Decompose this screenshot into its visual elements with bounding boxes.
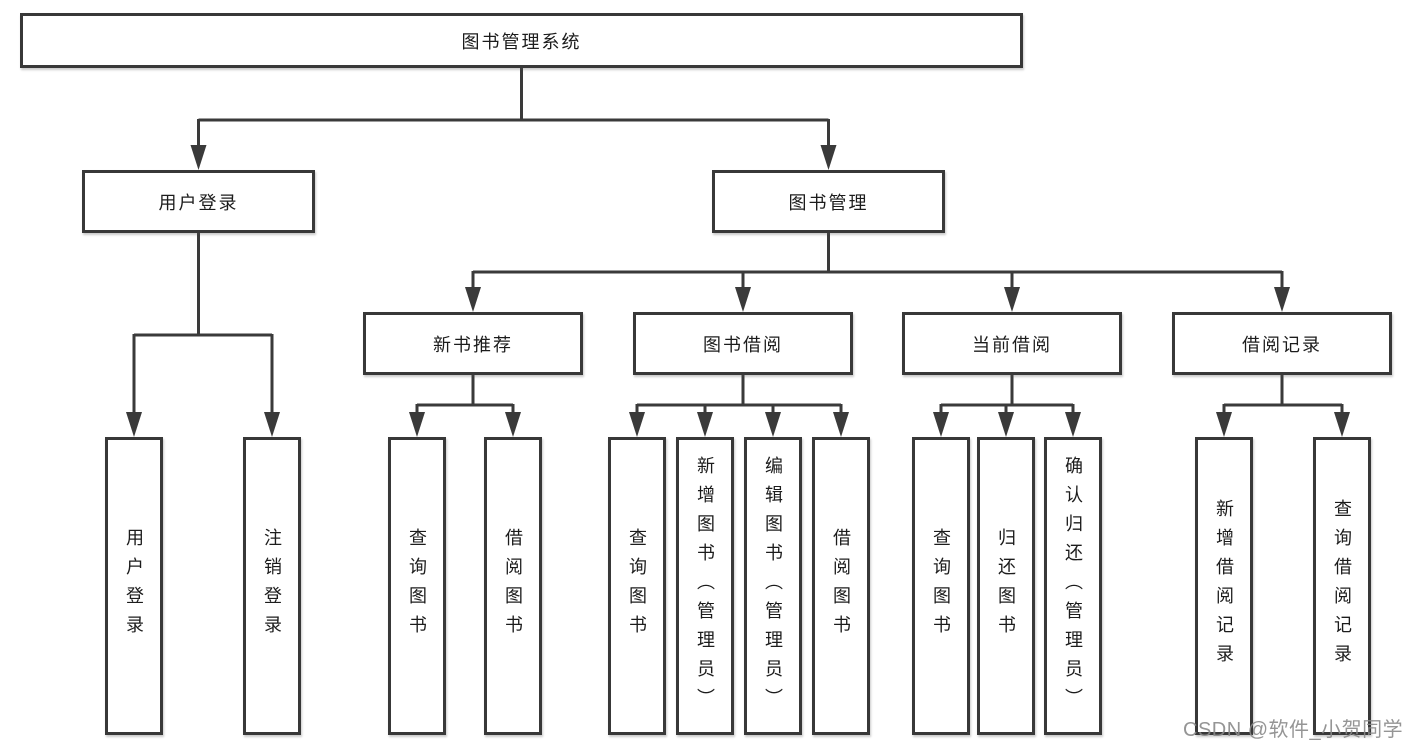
node-borrow-records: 借阅记录	[1172, 312, 1392, 375]
node-new-book-recommend: 新书推荐	[363, 312, 583, 375]
leaf-query-books-borrow: 查询图书	[608, 437, 666, 735]
leaf-user-login: 用户登录	[105, 437, 163, 735]
node-label: 新增图书（管理员）	[695, 455, 715, 717]
node-label: 图书借阅	[703, 334, 783, 355]
node-current-borrow: 当前借阅	[902, 312, 1122, 375]
leaf-return-book: 归还图书	[977, 437, 1035, 735]
node-label: 新增借阅记录	[1214, 499, 1234, 673]
leaf-query-books-newbook: 查询图书	[388, 437, 446, 735]
node-user-login: 用户登录	[82, 170, 315, 233]
node-label: 用户登录	[124, 528, 144, 644]
node-label: 归还图书	[996, 528, 1016, 644]
leaf-add-borrow-record: 新增借阅记录	[1195, 437, 1253, 735]
node-label: 查询图书	[931, 528, 951, 644]
leaf-confirm-return-admin: 确认归还（管理员）	[1044, 437, 1102, 735]
node-label: 借阅图书	[503, 528, 523, 644]
leaf-borrow-books-newbook: 借阅图书	[484, 437, 542, 735]
leaf-query-books-current: 查询图书	[912, 437, 970, 735]
node-label: 确认归还（管理员）	[1063, 455, 1083, 717]
node-label: 借阅记录	[1242, 334, 1322, 355]
node-label: 查询图书	[627, 528, 647, 644]
node-book-management: 图书管理	[712, 170, 945, 233]
node-label: 用户登录	[158, 192, 239, 213]
node-label: 注销登录	[262, 528, 282, 644]
leaf-edit-book-admin: 编辑图书（管理员）	[744, 437, 802, 735]
leaf-add-book-admin: 新增图书（管理员）	[676, 437, 734, 735]
leaf-query-borrow-record: 查询借阅记录	[1313, 437, 1371, 735]
node-label: 编辑图书（管理员）	[763, 455, 783, 717]
node-label: 图书管理	[788, 192, 869, 213]
leaf-logout: 注销登录	[243, 437, 301, 735]
node-label: 查询借阅记录	[1332, 499, 1352, 673]
node-library-management-system: 图书管理系统	[20, 13, 1023, 68]
node-book-borrow: 图书借阅	[633, 312, 853, 375]
node-label: 查询图书	[407, 528, 427, 644]
leaf-borrow-books-borrow: 借阅图书	[812, 437, 870, 735]
node-label: 当前借阅	[972, 334, 1052, 355]
node-label: 借阅图书	[831, 528, 851, 644]
node-label: 图书管理系统	[461, 31, 582, 52]
node-label: 新书推荐	[433, 334, 513, 355]
csdn-watermark: CSDN @软件_小贺同学	[1183, 719, 1404, 741]
